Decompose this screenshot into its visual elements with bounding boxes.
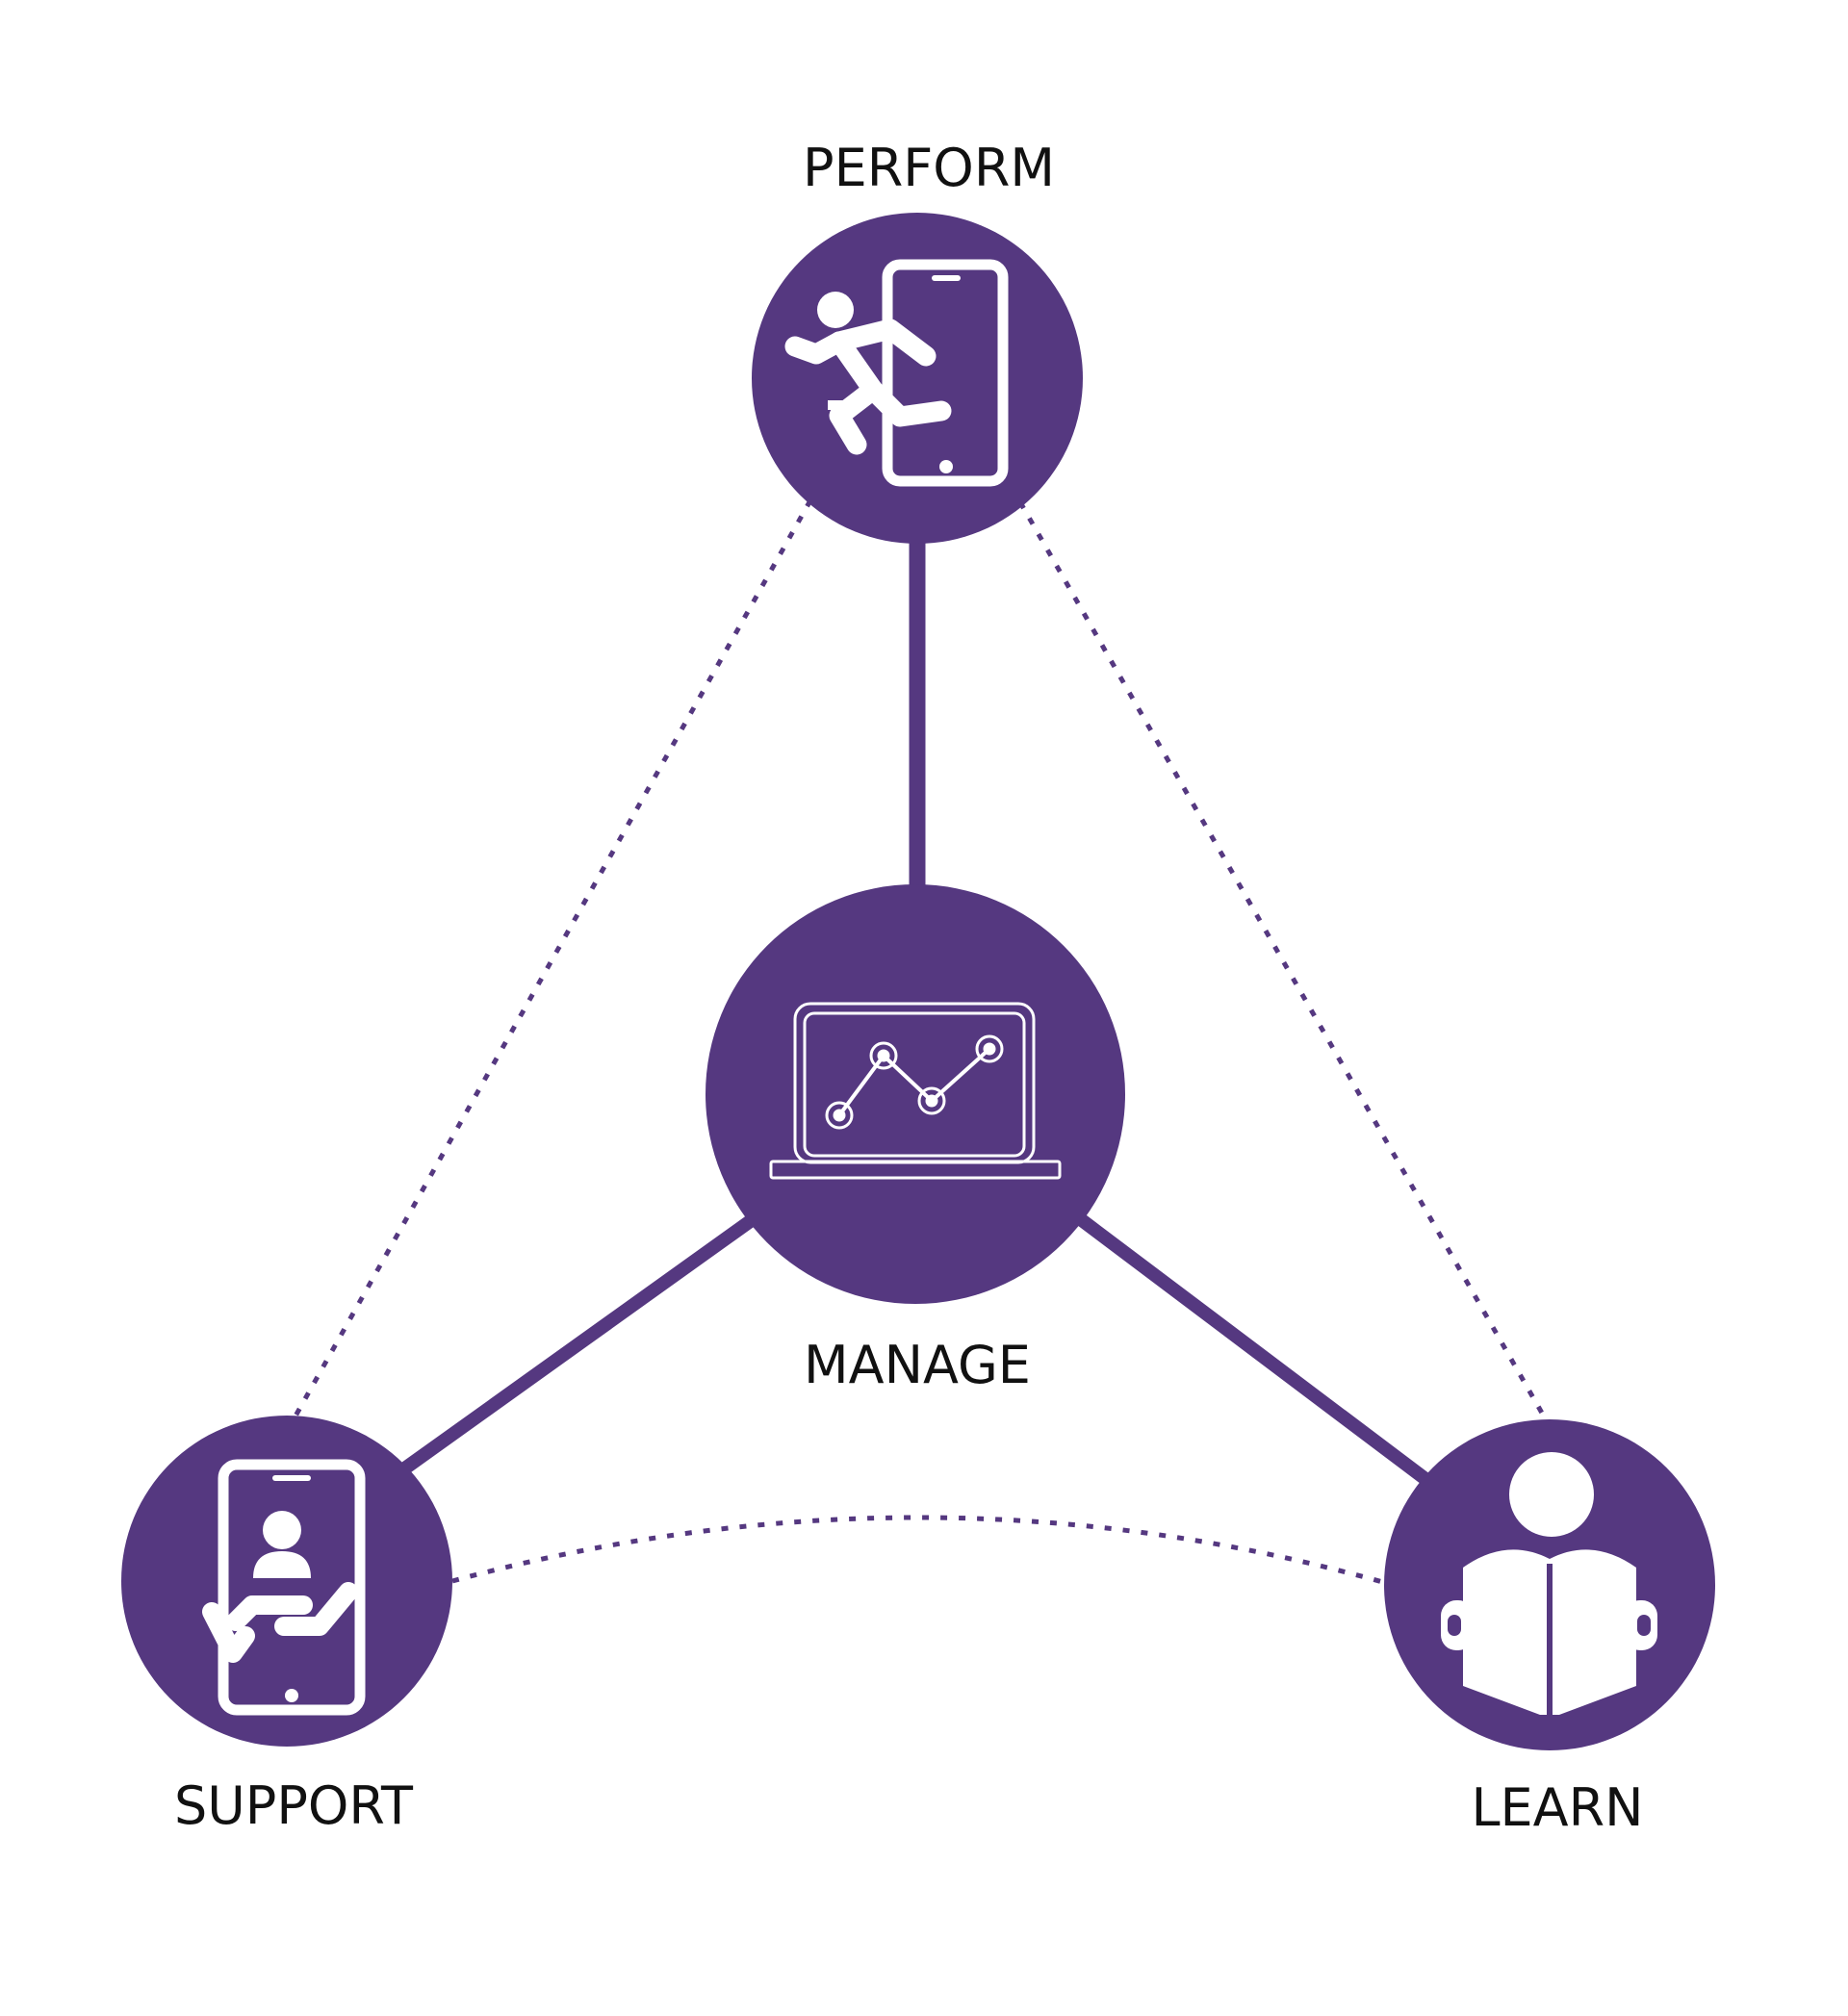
- laptop-line-chart-icon: [769, 1002, 1062, 1180]
- node-support-label: SUPPORT: [174, 1775, 414, 1836]
- phone-helping-hand-icon: [202, 1459, 366, 1716]
- running-person-phone-icon: [784, 259, 1009, 487]
- connection-manage-support: [395, 1212, 760, 1478]
- node-support: SUPPORT: [121, 1416, 452, 1836]
- node-learn: LEARN: [1384, 1419, 1715, 1838]
- node-learn-label: LEARN: [1471, 1777, 1643, 1838]
- connection-support-learn: [451, 1515, 1387, 1586]
- connection-perform-support: [291, 498, 813, 1421]
- node-perform-label: PERFORM: [803, 138, 1055, 198]
- person-reading-book-icon: [1441, 1452, 1657, 1715]
- connections: [291, 498, 1550, 1586]
- node-manage-label: MANAGE: [804, 1335, 1031, 1395]
- node-perform: PERFORM: [752, 138, 1083, 544]
- node-support-circle: [121, 1416, 452, 1747]
- node-manage-circle: [706, 884, 1125, 1304]
- node-manage: MANAGE: [706, 884, 1125, 1395]
- connection-manage-learn: [1073, 1212, 1434, 1488]
- connection-perform-learn: [1017, 500, 1550, 1423]
